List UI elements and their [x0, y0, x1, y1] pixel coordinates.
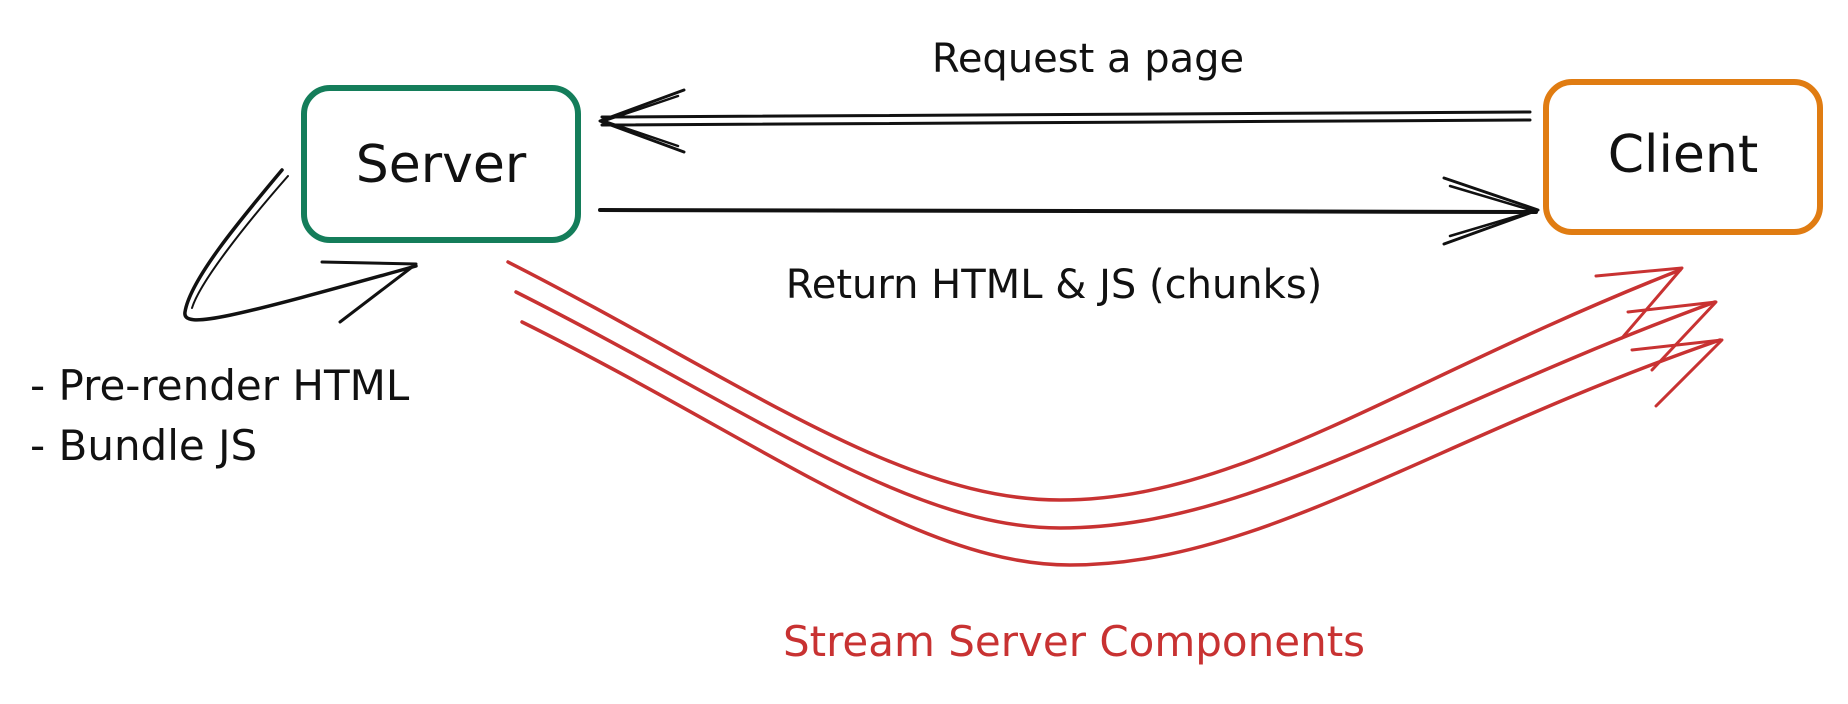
server-label: Server	[356, 135, 527, 195]
server-box	[301, 85, 581, 243]
stream-label: Stream Server Components	[783, 617, 1365, 666]
server-task-item: - Pre-render HTML	[30, 361, 410, 410]
client-node[interactable]: Client	[1543, 79, 1823, 235]
server-node[interactable]: Server	[301, 85, 581, 243]
client-box	[1543, 79, 1823, 235]
server-self-loop-arrow	[183, 168, 418, 324]
request-arrow	[598, 88, 1532, 154]
server-task-item: - Bundle JS	[30, 421, 257, 470]
response-label: Return HTML & JS (chunks)	[786, 262, 1323, 308]
client-label: Client	[1608, 125, 1759, 185]
request-label: Request a page	[932, 36, 1244, 82]
stream-arrows	[506, 260, 1724, 567]
response-arrow	[598, 176, 1540, 246]
server-tasks-note: - Pre-render HTML - Bundle JS	[30, 361, 410, 470]
